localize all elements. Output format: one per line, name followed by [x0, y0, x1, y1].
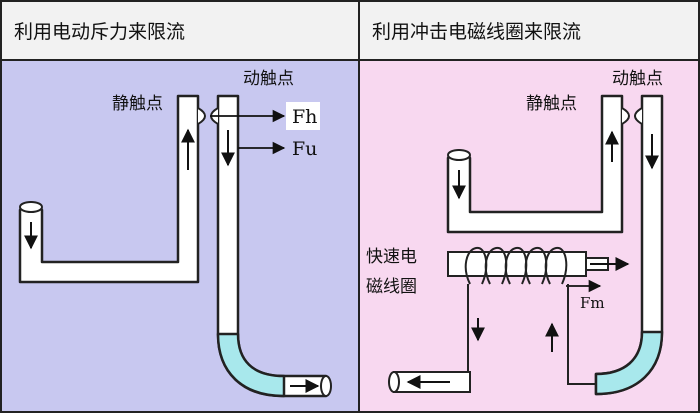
- right-moving-contact-label: 动触点: [612, 69, 663, 89]
- right-contact-point: [621, 107, 643, 125]
- left-static-contact-label: 静触点: [112, 94, 163, 114]
- right-conductor-end-cap: [447, 149, 471, 161]
- lower-lead-end-cap: [388, 371, 400, 393]
- coil-label-line-2: 磁线圈: [366, 277, 417, 297]
- fu-label: Fu: [292, 138, 317, 160]
- right-moving-conductor: [594, 94, 664, 396]
- left-panel-title: 利用电动斥力来限流: [14, 21, 185, 43]
- left-moving-end-cap: [320, 375, 332, 397]
- right-header-background: [360, 2, 698, 60]
- coil-label-line-1: 快速电: [366, 247, 417, 267]
- coil-wire-right: [567, 284, 596, 385]
- right-panel-title: 利用冲击电磁线圈来限流: [372, 21, 581, 43]
- electromagnetic-coil: [464, 246, 568, 285]
- left-moving-contact-label: 动触点: [243, 69, 294, 89]
- right-static-contact-label: 静触点: [526, 94, 577, 114]
- fh-label-box: [286, 102, 320, 130]
- left-header-background: [2, 2, 358, 60]
- fm-label: Fm: [580, 294, 605, 312]
- fh-label: Fh: [292, 106, 317, 128]
- left-conductor-end-cap: [19, 201, 43, 213]
